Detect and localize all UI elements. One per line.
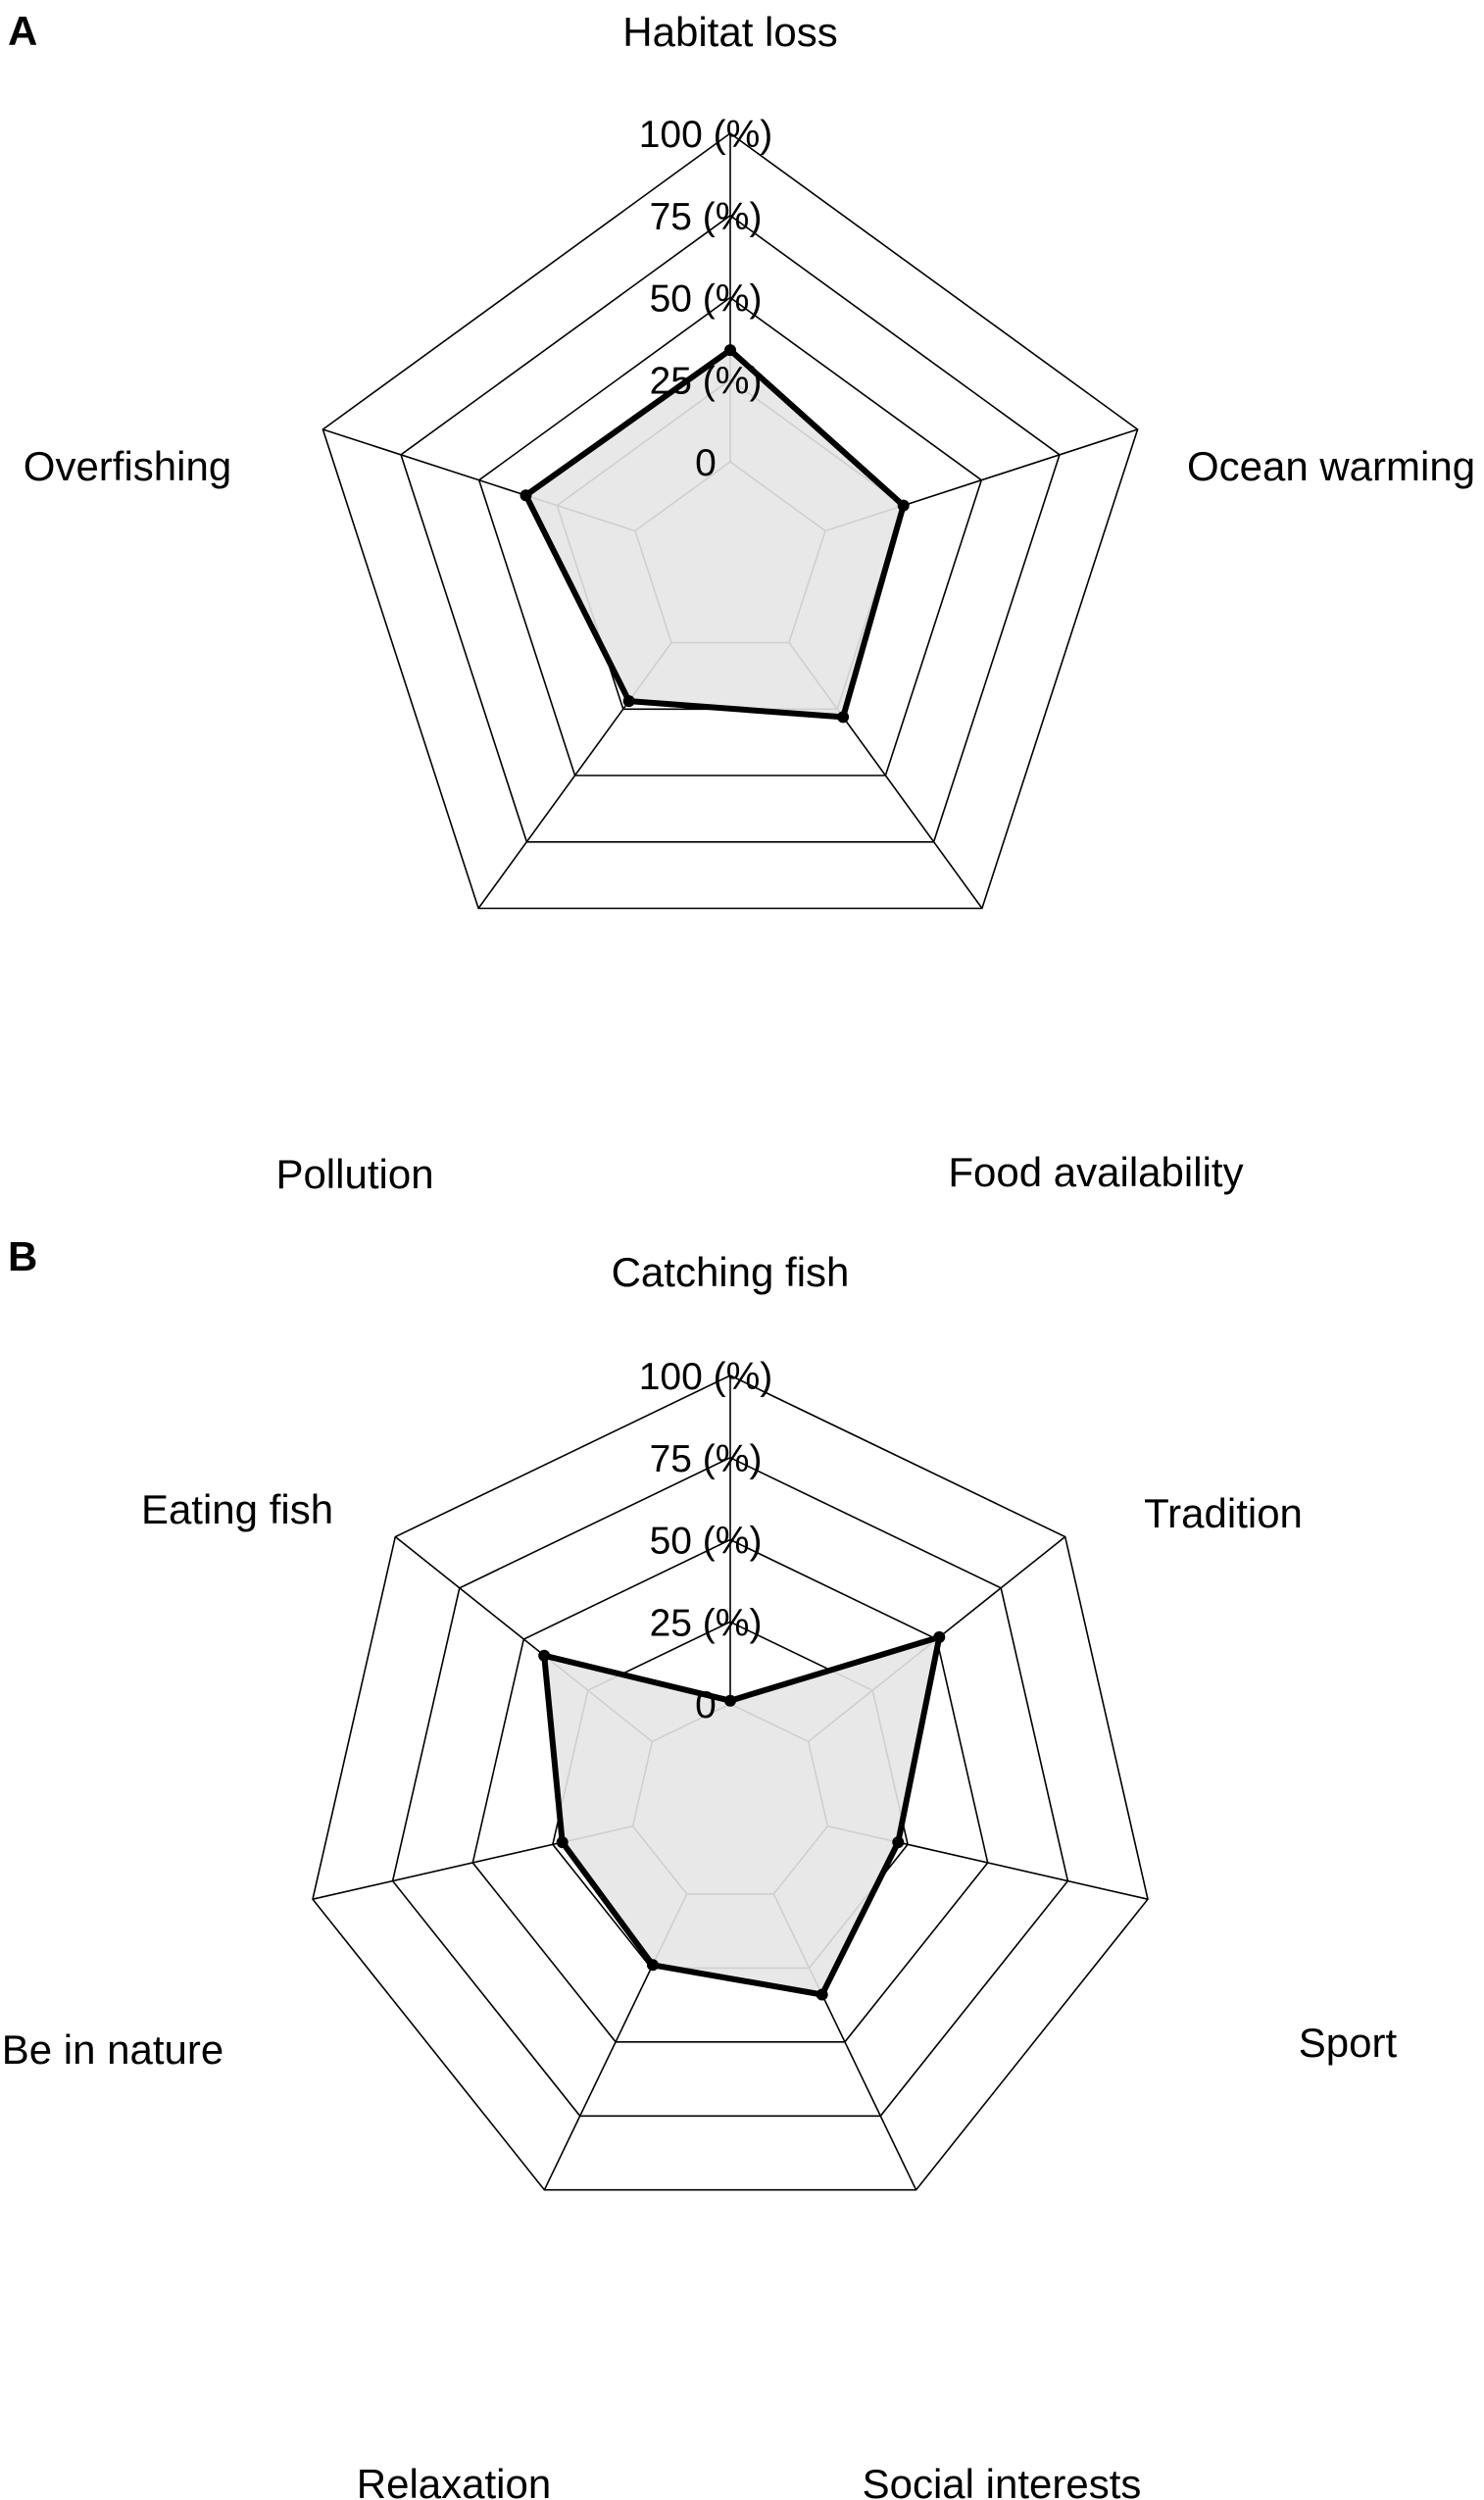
radar-a-series — [519, 344, 910, 724]
radar-a-grid-ring-4 — [322, 132, 1139, 910]
radar-b-point-be-in-nature — [556, 1836, 569, 1849]
radar-a-grid-ring-2 — [477, 296, 983, 776]
panel-label-a: A — [8, 8, 37, 54]
axis-label-sport: Sport — [1299, 2020, 1398, 2066]
radar-a-tick-label-25: 25 (%) — [650, 360, 763, 402]
radar-b-point-tradition — [933, 1630, 946, 1643]
axis-label-ocean-warming: Ocean warming — [1187, 443, 1475, 489]
axis-label-catching-fish: Catching fish — [612, 1249, 850, 1295]
radar-b-grid-ring-2 — [471, 1538, 989, 2043]
axis-label-food-availability: Food availability — [948, 1149, 1243, 1195]
radar-b-tick-label-50: 50 (%) — [650, 1521, 763, 1563]
axis-label-tradition: Tradition — [1144, 1490, 1303, 1536]
radar-b-grid-ring-3 — [391, 1456, 1069, 2118]
panel-label-b: B — [8, 1233, 37, 1279]
axis-label-social-interests: Social interests — [863, 2461, 1142, 2500]
radar-b-series-polygon — [541, 1633, 943, 1998]
radar-a-tick-label-50: 50 (%) — [650, 278, 763, 321]
radar-b-point-sport — [892, 1836, 905, 1849]
radar-panel-a: A 0 25 (%) 50 (%) 75 (%) 100 (%) Habitat… — [8, 8, 1475, 1197]
radar-panel-b: B 0 25 (%) 50 (%) 75 (%) 100 (%) Catchin… — [2, 1233, 1398, 2500]
radar-b-series — [538, 1630, 946, 2001]
radar-b-point-catching-fish — [724, 1694, 736, 1707]
radar-b-point-social-interests — [816, 1988, 828, 2001]
radar-a-series-polygon — [522, 347, 907, 721]
radar-a-tick-label-0: 0 — [695, 442, 717, 484]
axis-label-be-in-nature: Be in nature — [2, 2026, 224, 2073]
radar-a-point-food-availability — [837, 711, 850, 724]
radar-b-point-relaxation — [646, 1959, 659, 1972]
radar-a-point-habitat-loss — [724, 344, 736, 357]
radar-a-grid-ring-3 — [400, 214, 1061, 843]
radar-b-tick-label-25: 25 (%) — [650, 1602, 763, 1644]
axis-label-overfishing: Overfishing — [24, 443, 231, 489]
radar-b-tick-labels: 0 25 (%) 50 (%) 75 (%) 100 (%) — [639, 1356, 773, 1726]
axis-label-habitat-loss: Habitat loss — [622, 9, 837, 55]
radar-b-grid-ring-4 — [312, 1375, 1149, 2191]
axis-label-eating-fish: Eating fish — [141, 1486, 333, 1532]
radar-a-tick-labels: 0 25 (%) 50 (%) 75 (%) 100 (%) — [639, 114, 773, 484]
radar-a-point-ocean-warming — [897, 499, 910, 512]
radar-a-point-pollution — [622, 695, 635, 708]
radar-b-point-eating-fish — [538, 1649, 551, 1662]
radar-b-axis-labels: Catching fish Tradition Sport Social int… — [2, 1249, 1398, 2500]
radar-a-tick-label-100: 100 (%) — [639, 114, 773, 156]
axis-label-relaxation: Relaxation — [357, 2461, 551, 2500]
radar-a-tick-label-75: 75 (%) — [650, 196, 763, 238]
radar-b-tick-label-75: 75 (%) — [650, 1438, 763, 1480]
radar-b-tick-label-0: 0 — [695, 1684, 717, 1726]
radar-b-tick-label-100: 100 (%) — [639, 1356, 773, 1398]
axis-label-pollution: Pollution — [275, 1151, 433, 1197]
radar-a-axis-labels: Habitat loss Ocean warming Food availabi… — [24, 9, 1475, 1197]
radar-a-point-overfishing — [519, 489, 532, 502]
